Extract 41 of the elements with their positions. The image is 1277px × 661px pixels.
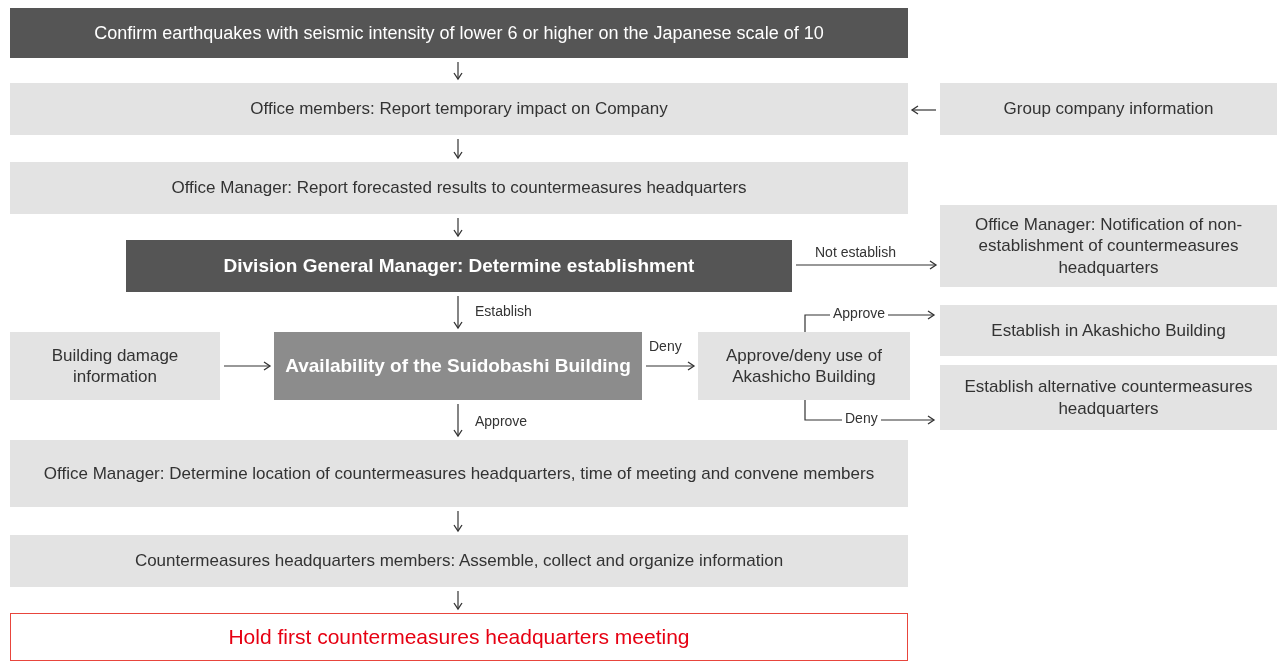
arrow [453,403,463,437]
box-text: Establish in Akashicho Building [991,319,1226,342]
arrow [911,105,937,115]
box-text: Approve/deny use of Akashicho Building [725,344,883,388]
box-text: Hold first countermeasures headquarters meeting [228,623,690,650]
box-text: Establish alternative countermeasures headquarters [963,376,1254,419]
process-box [126,240,792,292]
process-box [10,535,908,587]
process-box [940,305,1277,356]
box-text: Building damage information [50,344,180,388]
edge-label: Approve [830,305,889,322]
arrow [223,361,271,371]
process-box [274,332,642,400]
process-box [940,365,1277,430]
arrow [453,61,463,80]
arrow [453,138,463,159]
process-box [10,83,908,135]
process-box [940,205,1277,287]
arrow [453,295,463,329]
process-box [10,162,908,214]
box-text: Availability of the Suidobashi Building [285,354,631,378]
box-text: Group company information [1003,98,1214,120]
process-box [698,332,910,400]
box-text: Office Manager: Determine location of countermeasures headquarters, time of meeting and convene members [43,462,875,485]
box-text: Office members: Report temporary impact on Company [250,98,668,120]
process-box [10,332,220,400]
box-text: Office Manager: Notification of non-establishment of countermeasures headquarters [973,214,1244,278]
process-box [10,440,908,507]
arrow [645,361,695,371]
box-text: Division General Manager: Determine establishment [223,254,695,278]
box-text: Confirm earthquakes with seismic intensity of lower 6 or higher on the Japanese scale of 10 [94,21,824,45]
arrow [453,590,463,610]
arrow [453,510,463,532]
arrow [795,260,937,270]
edge-label: Deny [842,410,881,427]
box-text: Office Manager: Report forecasted results to countermeasures headquarters [171,177,747,199]
process-box [10,613,908,661]
process-box [940,83,1277,135]
box-text: Countermeasures headquarters members: Assemble, collect and organize information [134,550,784,572]
arrow [453,217,463,237]
process-box [10,8,908,58]
